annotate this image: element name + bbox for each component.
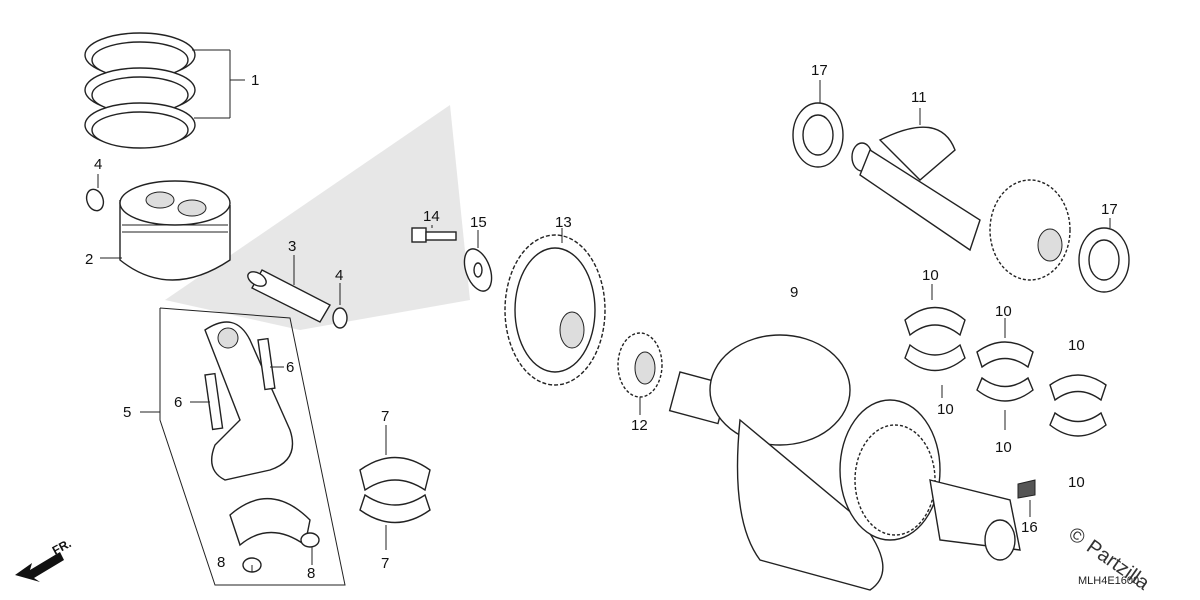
- diagram-code: MLH4E1600: [1078, 575, 1139, 587]
- callout-12: 12: [631, 417, 648, 434]
- callout-11: 11: [911, 89, 927, 106]
- callout-17-right: 17: [1101, 201, 1118, 218]
- washer[interactable]: [459, 230, 497, 295]
- piston-pin[interactable]: [245, 255, 331, 323]
- callout-10-c: 10: [995, 303, 1012, 320]
- key[interactable]: [1017, 479, 1036, 517]
- callout-8-right: 8: [307, 565, 315, 582]
- callout-7-bottom: 7: [381, 555, 389, 572]
- front-direction-arrow: FR.: [15, 536, 73, 582]
- callout-10-d: 10: [995, 439, 1012, 456]
- callout-15: 15: [470, 214, 487, 231]
- callout-17-left: 17: [811, 62, 828, 79]
- front-direction-label: FR.: [50, 536, 74, 557]
- piston-rings[interactable]: [84, 32, 245, 149]
- callout-16: 16: [1021, 519, 1038, 536]
- callout-4-upper: 4: [94, 156, 102, 173]
- piston[interactable]: [100, 180, 231, 281]
- callout-3: 3: [288, 238, 296, 255]
- callout-2: 2: [85, 251, 93, 268]
- balancer-shaft[interactable]: [851, 108, 1071, 281]
- bearings[interactable]: [792, 80, 1130, 293]
- callout-6-right: 6: [286, 359, 294, 376]
- callout-9: 9: [790, 284, 798, 301]
- callout-13: 13: [555, 214, 572, 231]
- rod-bearings[interactable]: [359, 425, 431, 550]
- connecting-rod-assembly[interactable]: [140, 307, 346, 586]
- crankshaft[interactable]: [668, 334, 1021, 591]
- callout-10-f: 10: [1068, 474, 1085, 491]
- watermark-symbol: ©: [1064, 523, 1089, 550]
- callout-labels: 1 2 3 4 4 5 6 6 7 7 8 8 9 10 10 10 10 10…: [85, 62, 1118, 582]
- callout-14: 14: [423, 208, 440, 225]
- main-bearings[interactable]: [904, 284, 1107, 437]
- callout-1: 1: [251, 72, 259, 89]
- callout-10-e: 10: [1068, 337, 1085, 354]
- primary-gear[interactable]: [504, 228, 606, 386]
- background-shading: [165, 105, 470, 330]
- piston-pin-clip-upper[interactable]: [84, 174, 107, 213]
- callout-8-left: 8: [217, 554, 225, 571]
- piston-pin-clip-lower[interactable]: [332, 283, 348, 329]
- callout-10-a: 10: [922, 267, 939, 284]
- callout-4-lower: 4: [335, 267, 343, 284]
- callout-5: 5: [123, 404, 131, 421]
- small-gear[interactable]: [617, 332, 663, 415]
- callout-7-top: 7: [381, 408, 389, 425]
- callout-6-left: 6: [174, 394, 182, 411]
- callout-10-b: 10: [937, 401, 954, 418]
- bolt[interactable]: [411, 225, 457, 243]
